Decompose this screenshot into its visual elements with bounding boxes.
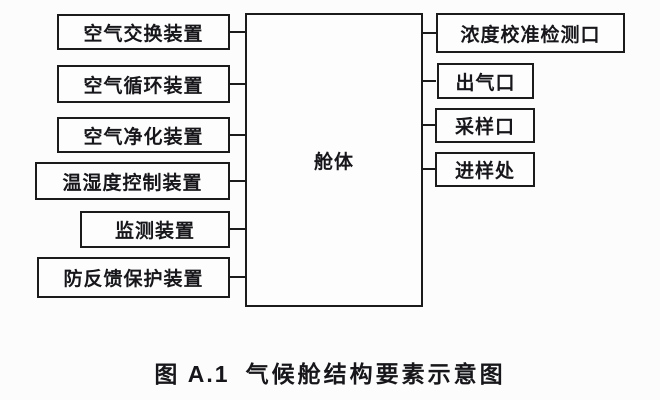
connector-line (423, 124, 436, 126)
box-sampling-port: 采样口 (435, 108, 535, 143)
box-air-exchange-device: 空气交换装置 (57, 14, 230, 50)
box-sample-inlet: 进样处 (435, 152, 535, 187)
box-air-circulation-device: 空气循环装置 (57, 65, 230, 103)
figure-title: 气候舱结构要素示意图 (245, 361, 506, 387)
connector-line (423, 168, 436, 170)
connector-line (423, 32, 436, 34)
box-chamber-body: 舱体 (245, 13, 423, 307)
figure-caption: 图 A.1 气候舱结构要素示意图 (0, 355, 660, 389)
box-monitoring-device: 监测装置 (80, 211, 230, 248)
box-air-outlet: 出气口 (437, 63, 534, 99)
box-anti-feedback-protection-device: 防反馈保护装置 (37, 257, 230, 298)
figure-number: 图 A.1 (154, 361, 230, 387)
connector-line (230, 134, 245, 136)
box-air-purification-device: 空气净化装置 (57, 117, 230, 153)
connector-line (230, 180, 245, 182)
connector-line (230, 228, 245, 230)
box-temp-humidity-control-device: 温湿度控制装置 (35, 162, 230, 200)
connector-line (230, 31, 245, 33)
connector-line (230, 276, 245, 278)
box-concentration-calibration-port: 浓度校准检测口 (436, 13, 625, 53)
connector-line (423, 80, 436, 82)
connector-line (230, 83, 245, 85)
